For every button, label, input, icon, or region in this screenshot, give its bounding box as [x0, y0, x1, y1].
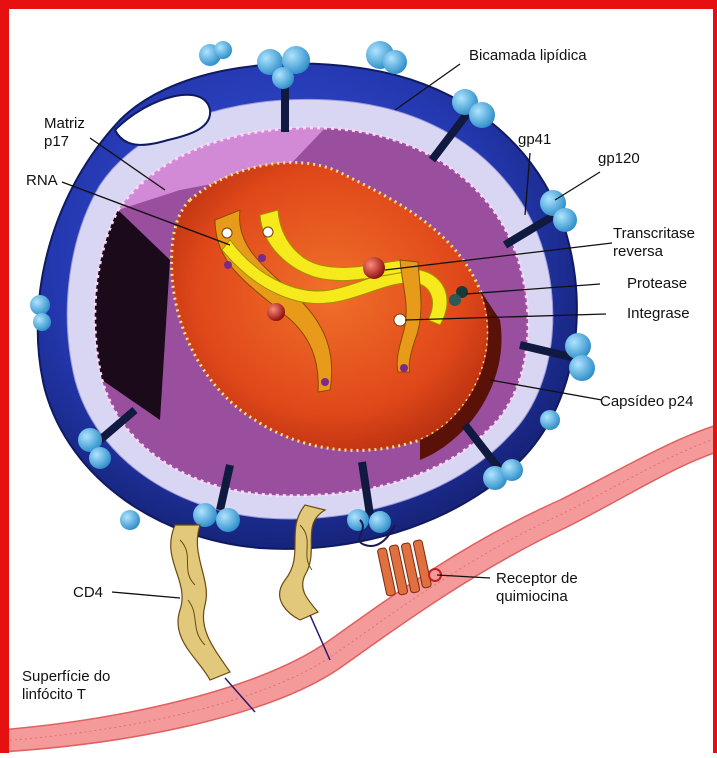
label-protease: Protease	[627, 275, 687, 293]
label-cd4: CD4	[73, 584, 103, 602]
label-superficie-line2: linfócito T	[22, 686, 86, 704]
integrase-ball	[394, 314, 406, 326]
label-integrase: Integrase	[627, 305, 690, 323]
reverse-transcriptase-ball	[363, 257, 385, 279]
enzyme-ball	[267, 303, 285, 321]
label-receptor-line2: quimiocina	[496, 588, 568, 606]
label-transcritase-line2: reversa	[613, 243, 663, 261]
label-superficie-line1: Superfície do	[22, 668, 110, 686]
label-gp41: gp41	[518, 131, 551, 149]
label-bicamada-lipidica: Bicamada lipídica	[469, 47, 587, 65]
label-capsideo-p24: Capsídeo p24	[600, 393, 693, 411]
label-transcritase-line1: Transcritase	[613, 225, 695, 243]
protease-ball-2	[449, 294, 461, 306]
label-gp120: gp120	[598, 150, 640, 168]
label-rna: RNA	[26, 172, 58, 190]
label-matriz-line1: Matriz	[44, 115, 85, 133]
label-receptor-line1: Receptor de	[496, 570, 578, 588]
label-matriz-line2: p17	[44, 133, 69, 151]
